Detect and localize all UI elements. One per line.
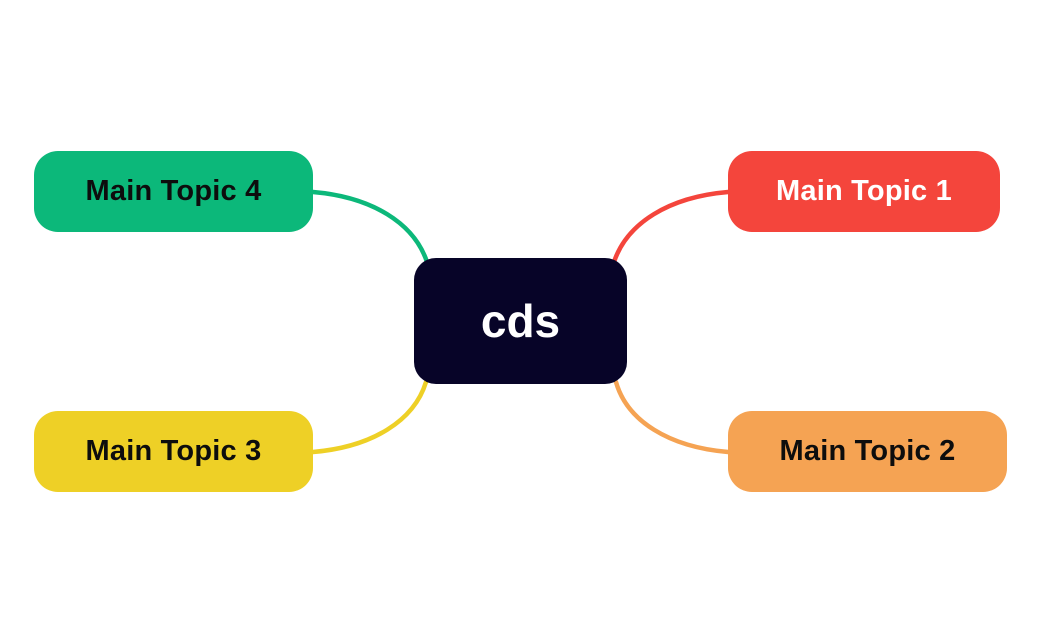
topic-label: Main Topic 1 [776, 175, 952, 207]
root-label: cds [480, 295, 561, 347]
topic-node-main-topic-2[interactable]: Main Topic 2 [728, 411, 1007, 492]
topic-node-main-topic-3[interactable]: Main Topic 3 [34, 411, 313, 492]
connector-root-to-main-topic-4 [310, 189, 430, 265]
topic-label: Main Topic 4 [85, 175, 262, 207]
topic-node-main-topic-4[interactable]: Main Topic 4 [34, 151, 313, 232]
connector-root-to-main-topic-1 [611, 189, 731, 265]
connector-root-to-main-topic-3 [310, 379, 429, 455]
connector-root-to-main-topic-2 [613, 379, 731, 455]
root-node[interactable]: cds [414, 258, 627, 384]
topic-label: Main Topic 3 [85, 435, 262, 467]
topic-node-main-topic-1[interactable]: Main Topic 1 [728, 151, 1000, 232]
topic-label: Main Topic 2 [779, 435, 956, 467]
